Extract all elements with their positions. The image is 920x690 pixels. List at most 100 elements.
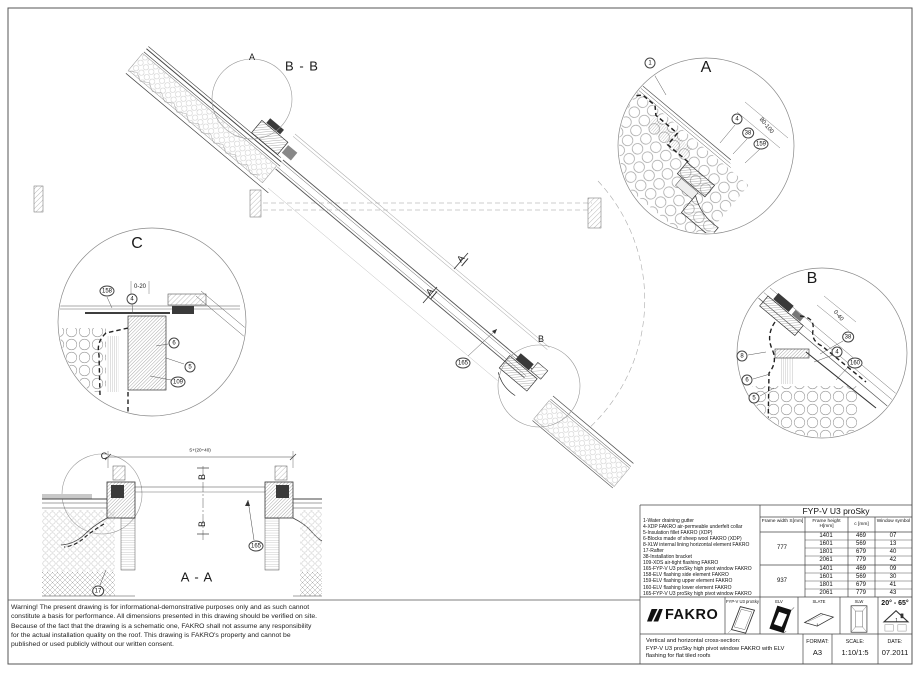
callout-1: 1 — [644, 57, 656, 69]
legend-item: 109-XDS air-tight flashing FAKRO — [643, 560, 719, 567]
section-bb-roof — [125, 46, 282, 194]
warning-line: Because of the fact that the drawing is … — [11, 622, 312, 630]
legend-item: 38-Installation bracket — [643, 554, 692, 561]
legend-item: 6-Blocks made of sheep wool FAKRO (XDP) — [643, 536, 742, 543]
scale-label: SCALE: — [845, 639, 865, 645]
detail-b-letter: B — [806, 270, 818, 287]
table-cell: 1801 — [819, 549, 833, 555]
pivot-window-icon — [727, 606, 756, 634]
table-cell: 469 — [855, 566, 867, 572]
product-column-elv: ELV — [775, 599, 783, 604]
pitch-icon-label: 1 — [895, 618, 898, 624]
detail-c-letter: C — [131, 235, 143, 252]
legend-item: 160-ELV flashing lower element FAKRO — [643, 584, 732, 591]
table-cell: 43 — [889, 590, 897, 596]
callout-165: 165 — [455, 357, 471, 369]
fakro-logo-mark — [647, 608, 663, 622]
callout-4: 4 — [731, 113, 743, 125]
scale-field: SCALE: 1:10/1:5 — [832, 639, 878, 657]
detail-marker-b-circle — [497, 344, 581, 428]
callout-6: 6 — [741, 374, 753, 386]
table-cell: 679 — [855, 582, 867, 588]
roof-below-window — [532, 395, 634, 489]
sash-swing-arc — [586, 180, 646, 431]
size-table-header-width: Frame width S[mm] — [761, 519, 804, 524]
table-cell: 1601 — [819, 541, 833, 547]
callout-17: 17 — [92, 585, 104, 597]
callout-4: 4 — [831, 346, 843, 358]
xlw-lining-icon — [850, 605, 868, 633]
table-cell: 569 — [855, 574, 867, 580]
legend-item: 165-FYP-V U3 proSky high pivot window FA… — [643, 566, 752, 573]
table-cell: 779 — [855, 590, 867, 596]
roof-pitch-range: 20° - 65° — [881, 600, 909, 607]
legend-item: 17-Rafter — [643, 548, 664, 555]
table-cell: 30 — [889, 574, 897, 580]
detail-a-letter: A — [700, 59, 712, 76]
ceiling-end-right — [587, 197, 602, 229]
callout-38: 38 — [742, 127, 754, 139]
table-cell: 1801 — [819, 582, 833, 588]
description-line: FYP-V U3 proSky high pivot window FAKRO … — [646, 645, 785, 652]
scale-value: 1:10/1:5 — [841, 648, 869, 657]
legend-item: 8-XLW internal lining horizontal element… — [643, 542, 750, 549]
callout-165: 165 — [248, 540, 264, 552]
drawing-description: Vertical and horizontal cross-section: F… — [646, 638, 798, 661]
size-table-header-symbol: Window symbol — [876, 519, 911, 524]
callout-5: 5 — [184, 361, 196, 373]
format-value: A3 — [812, 648, 823, 657]
product-column-slate: SLATE — [812, 599, 826, 604]
warning-line: constitute a basis for performance. All … — [11, 613, 318, 621]
title-block-rules — [639, 504, 912, 664]
parts-legend: 1-Water draining gutter 4-XDP FAKRO air-… — [643, 518, 758, 597]
legend-item: 4-XDP FAKRO air-permeable underfelt coll… — [643, 524, 743, 531]
frame-width-value: 937 — [776, 578, 788, 584]
warning-line: published or used publicly without our w… — [11, 641, 174, 649]
table-cell: 779 — [855, 557, 867, 563]
callout-158: 158 — [99, 285, 115, 297]
callout-6: 6 — [168, 337, 180, 349]
size-table-title: FYP-V U3 proSky — [802, 506, 870, 516]
window-bottom-frame — [497, 353, 549, 396]
detail-marker-b-label: B — [537, 334, 545, 344]
table-cell: 2061 — [819, 590, 833, 596]
callout-8: 8 — [736, 350, 748, 362]
legend-item: 165-FYP-V U3 proSky high pivot window FA… — [643, 590, 752, 597]
size-table-header-height: Frame height H[mm] — [812, 519, 841, 530]
wall-fragment-left — [33, 185, 44, 213]
section-mark-b: B — [197, 520, 207, 528]
callout-38: 38 — [842, 331, 854, 343]
table-cell: 07 — [889, 533, 897, 539]
product-column-xlw: XLW — [854, 599, 864, 604]
callout-109: 109 — [170, 376, 186, 388]
detail-a-content — [619, 63, 789, 233]
callout-4: 4 — [126, 293, 138, 305]
date-value: 07.2011 — [881, 648, 909, 657]
window-top-frame — [251, 118, 298, 161]
table-cell: 09 — [889, 566, 897, 572]
detail-marker-c-label: C — [100, 451, 108, 461]
date-label: DATE: — [887, 639, 903, 645]
table-cell: 13 — [889, 541, 897, 547]
callout-159: 159 — [753, 138, 769, 150]
legend-item: 5-Insulation fillet FAKRO (XDP) — [643, 530, 713, 537]
format-label: FORMAT: — [806, 639, 829, 645]
legend-item: 159-ELV flashing upper element FAKRO — [643, 578, 733, 585]
frame-width-value: 777 — [776, 545, 788, 551]
description-line: flashing for flat tiled roofs — [646, 653, 711, 659]
callout-160: 160 — [847, 357, 863, 369]
table-cell: 1401 — [819, 533, 833, 539]
fakro-logo: FAKRO — [647, 607, 718, 623]
callout-5: 5 — [748, 392, 760, 404]
size-table-header-c: c [mm] — [854, 522, 869, 527]
roof-pitch-icon: 1 — [882, 610, 910, 632]
elv-flashing-icon — [769, 605, 795, 634]
table-cell: 1401 — [819, 566, 833, 572]
table-cell: 41 — [889, 582, 897, 588]
description-line: Vertical and horizontal cross-section: — [646, 638, 741, 644]
table-cell: 1601 — [819, 574, 833, 580]
warning-note: Warning! The present drawing is for info… — [11, 603, 331, 649]
table-cell: 2061 — [819, 557, 833, 563]
